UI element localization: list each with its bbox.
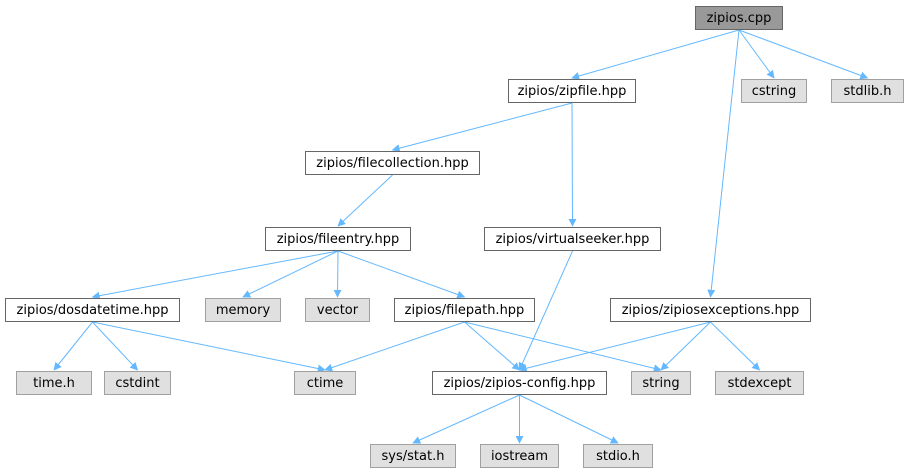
edge-filepath-hpp-to-zipios-config-hpp — [464, 321, 521, 371]
node-fileentry-hpp[interactable]: zipios/fileentry.hpp — [265, 227, 411, 251]
node-stdlib-h: stdlib.h — [831, 79, 904, 103]
edge-zipfile-hpp-to-filecollection-hpp — [391, 102, 573, 153]
edge-zipiosexceptions-hpp-to-stdexcept — [710, 321, 761, 371]
node-sys-stat-h: sys/stat.h — [370, 444, 456, 468]
node-zipios-cpp: zipios.cpp — [695, 6, 783, 30]
edge-filepath-hpp-to-ctime — [324, 321, 465, 372]
node-filepath-hpp[interactable]: zipios/filepath.hpp — [394, 298, 535, 322]
node-filecollection-hpp[interactable]: zipios/filecollection.hpp — [305, 151, 480, 175]
edge-zipios-config-hpp-to-sys-stat-h — [412, 394, 520, 444]
edge-zipiosexceptions-hpp-to-string — [660, 321, 711, 371]
edge-dosdatetime-hpp-to-cstdint — [92, 321, 139, 371]
edge-dosdatetime-hpp-to-time-h — [53, 321, 93, 371]
node-zipfile-hpp[interactable]: zipios/zipfile.hpp — [508, 79, 636, 103]
edge-zipfile-hpp-to-virtualseeker-hpp — [568, 102, 577, 227]
node-virtualseeker-hpp[interactable]: zipios/virtualseeker.hpp — [484, 227, 661, 251]
edge-zipios-config-hpp-to-stdio-h — [519, 394, 619, 444]
node-zipios-config-hpp[interactable]: zipios/zipios-config.hpp — [432, 371, 607, 395]
node-zipiosexceptions-hpp[interactable]: zipios/zipiosexceptions.hpp — [610, 298, 811, 322]
edge-fileentry-hpp-to-dosdatetime-hpp — [91, 250, 339, 300]
node-stdexcept: stdexcept — [715, 371, 804, 395]
node-time-h: time.h — [16, 371, 92, 395]
edge-zipios-cpp-to-zipfile-hpp — [571, 29, 740, 80]
node-dosdatetime-hpp[interactable]: zipios/dosdatetime.hpp — [5, 298, 180, 322]
edge-zipiosexceptions-hpp-to-zipios-config-hpp — [518, 321, 711, 373]
node-vector: vector — [305, 298, 370, 322]
edge-virtualseeker-hpp-to-zipios-config-hpp — [518, 250, 573, 371]
node-iostream: iostream — [480, 444, 559, 468]
edge-fileentry-hpp-to-filepath-hpp — [337, 250, 466, 299]
edge-fileentry-hpp-to-vector — [333, 250, 342, 298]
node-ctime: ctime — [294, 371, 356, 395]
edge-dosdatetime-hpp-to-ctime — [92, 321, 326, 373]
edge-fileentry-hpp-to-memory — [242, 250, 339, 298]
edge-zipios-cpp-to-cstring — [738, 29, 775, 79]
node-stdio-h: stdio.h — [583, 444, 653, 468]
node-string: string — [631, 371, 691, 395]
node-memory: memory — [205, 298, 281, 322]
edge-filecollection-hpp-to-fileentry-hpp — [337, 174, 393, 227]
node-cstdint: cstdint — [104, 371, 171, 395]
edge-filepath-hpp-to-string — [464, 321, 662, 373]
edge-zipios-cpp-to-zipiosexceptions-hpp — [707, 29, 740, 298]
node-cstring: cstring — [741, 79, 807, 103]
edge-zipios-cpp-to-stdlib-h — [738, 29, 869, 80]
